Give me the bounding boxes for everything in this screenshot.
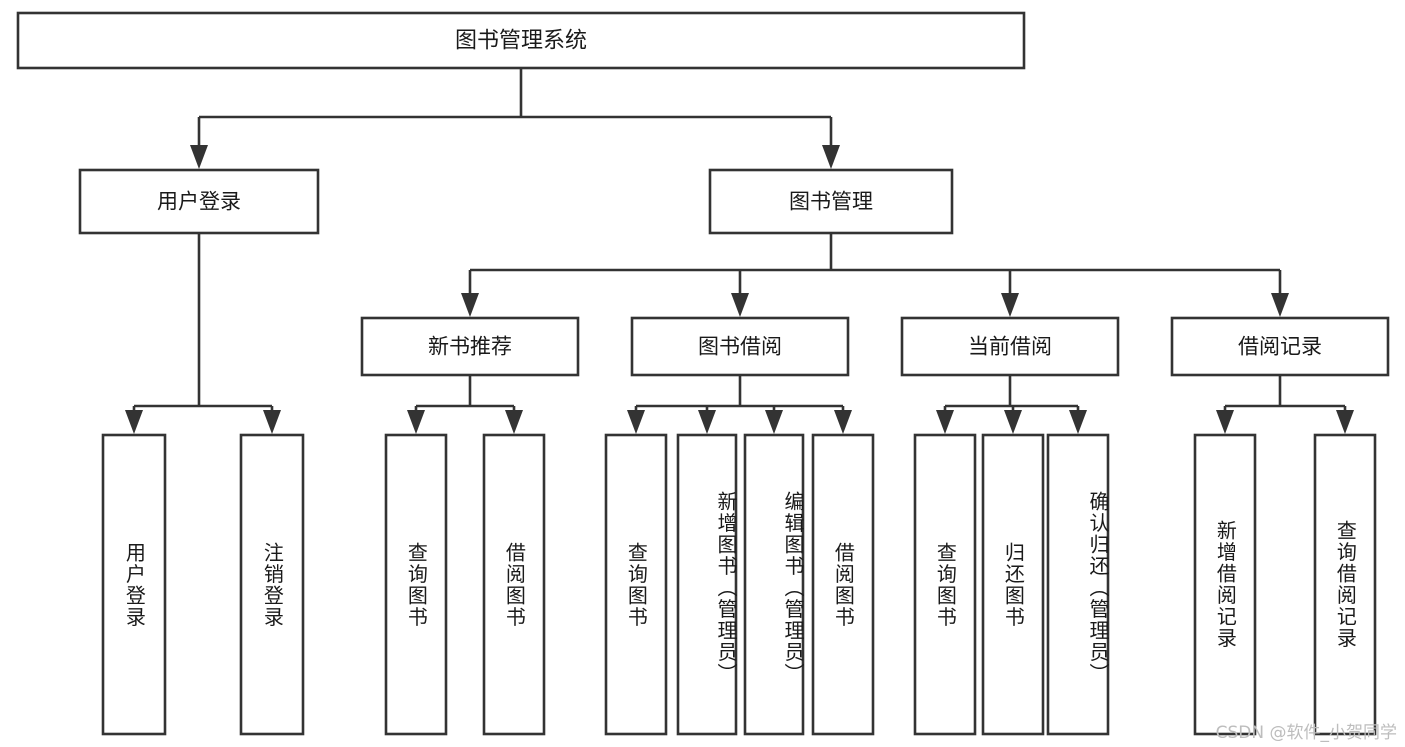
node-borrow-records-label: 借阅记录 bbox=[1238, 335, 1322, 359]
connector-arrow-icon bbox=[698, 410, 716, 434]
node-user-login-box[interactable] bbox=[78, 168, 320, 235]
leaf-cur-query-book-box[interactable] bbox=[913, 433, 977, 736]
connector-arrow-icon bbox=[407, 410, 425, 434]
connector-arrow-icon bbox=[822, 145, 840, 169]
leaf-borrow-add-book-box[interactable] bbox=[676, 433, 738, 736]
leaf-cur-return-book-box[interactable] bbox=[981, 433, 1045, 736]
node-current-borrowing-label: 当前借阅 bbox=[968, 335, 1052, 359]
connector-arrow-icon bbox=[505, 410, 523, 434]
connectors-layer bbox=[125, 68, 1354, 434]
leaf-user-login-box[interactable] bbox=[101, 433, 167, 736]
connector-arrow-icon bbox=[765, 410, 783, 434]
node-book-borrowing-box[interactable] bbox=[630, 316, 850, 377]
connector-arrow-icon bbox=[1336, 410, 1354, 434]
node-new-book-recommendation-box[interactable] bbox=[360, 316, 580, 377]
leaf-borrow-query-book-box[interactable] bbox=[604, 433, 668, 736]
connector-arrow-icon bbox=[190, 145, 208, 169]
connector-arrow-icon bbox=[936, 410, 954, 434]
connector-arrow-icon bbox=[1004, 410, 1022, 434]
node-user-login-label: 用户登录 bbox=[157, 190, 241, 214]
node-current-borrowing-box[interactable] bbox=[900, 316, 1120, 377]
node-book-borrowing-label: 图书借阅 bbox=[698, 335, 782, 359]
leaf-borrow-edit-book-box[interactable] bbox=[743, 433, 805, 736]
connector-arrow-icon bbox=[1271, 293, 1289, 317]
node-book-management-box[interactable] bbox=[708, 168, 954, 235]
connector-arrow-icon bbox=[263, 410, 281, 434]
connector-arrow-icon bbox=[1001, 293, 1019, 317]
node-borrow-records-box[interactable] bbox=[1170, 316, 1390, 377]
leaf-rec-add-record-box[interactable] bbox=[1193, 433, 1257, 736]
connector-arrow-icon bbox=[461, 293, 479, 317]
leaf-rec-query-record-box[interactable] bbox=[1313, 433, 1377, 736]
connector-arrow-icon bbox=[1069, 410, 1087, 434]
boxes-layer bbox=[16, 11, 1390, 736]
connector-arrow-icon bbox=[125, 410, 143, 434]
leaf-cur-confirm-return-box[interactable] bbox=[1046, 433, 1110, 736]
node-book-management-system-label: 图书管理系统 bbox=[455, 29, 587, 54]
leaf-rec-borrow-book-box[interactable] bbox=[482, 433, 546, 736]
leaf-user-logout-box[interactable] bbox=[239, 433, 305, 736]
node-new-book-recommendation-label: 新书推荐 bbox=[428, 335, 512, 359]
connector-arrow-icon bbox=[1216, 410, 1234, 434]
leaf-rec-query-book-box[interactable] bbox=[384, 433, 448, 736]
connector-arrow-icon bbox=[834, 410, 852, 434]
connector-arrow-icon bbox=[731, 293, 749, 317]
node-book-management-label: 图书管理 bbox=[789, 190, 873, 214]
node-book-management-system-box[interactable] bbox=[16, 11, 1026, 70]
leaf-borrow-lend-book-box[interactable] bbox=[811, 433, 875, 736]
connector-arrow-icon bbox=[627, 410, 645, 434]
